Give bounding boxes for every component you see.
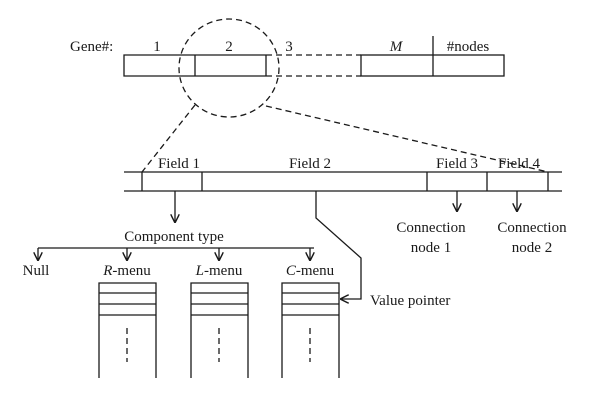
c-menu-letter: C: [286, 263, 297, 279]
r-menu-letter: R: [102, 263, 112, 279]
gene-number-3: 3: [285, 39, 293, 55]
c-menu-table: [281, 282, 340, 378]
component-type-title: Component type: [124, 229, 224, 245]
gene-number-label: Gene#:: [70, 39, 113, 55]
field-4-label: Field 4: [498, 156, 541, 172]
field-2-label: Field 2: [289, 156, 331, 172]
l-menu-table: [190, 282, 249, 378]
l-menu-label: L-menu: [195, 263, 243, 279]
field-3-label: Field 3: [436, 156, 478, 172]
connection-2-label-line1: Connection: [497, 220, 567, 236]
gene-number-1: 1: [153, 39, 161, 55]
zoom-line-right: [265, 105, 549, 173]
null-option-label: Null: [23, 263, 50, 279]
zoom-line-left: [141, 104, 196, 173]
gene-string: Gene#: 1 2 3 M #nodes: [70, 36, 505, 77]
gene-fields: Field 1 Field 2 Field 3 Field 4: [124, 156, 562, 192]
value-pointer-label: Value pointer: [370, 293, 450, 309]
r-menu-label: R-menu: [102, 263, 151, 279]
c-menu-label: C-menu: [286, 263, 335, 279]
r-menu-table: [98, 282, 157, 378]
gene-number-m: M: [389, 39, 404, 55]
l-menu-letter: L: [195, 263, 204, 279]
node-count-label: #nodes: [447, 39, 490, 55]
l-menu-suffix: -menu: [204, 263, 243, 279]
c-menu-suffix: -menu: [296, 263, 335, 279]
connection-1-label-line2: node 1: [411, 240, 451, 256]
zoom-circle: [178, 18, 280, 118]
gene-number-2: 2: [225, 39, 233, 55]
field-1-label: Field 1: [158, 156, 200, 172]
connection-2-label-line2: node 2: [512, 240, 552, 256]
connection-1-label-line1: Connection: [396, 220, 466, 236]
value-pointer-arrow: [315, 191, 362, 299]
r-menu-suffix: -menu: [112, 263, 151, 279]
